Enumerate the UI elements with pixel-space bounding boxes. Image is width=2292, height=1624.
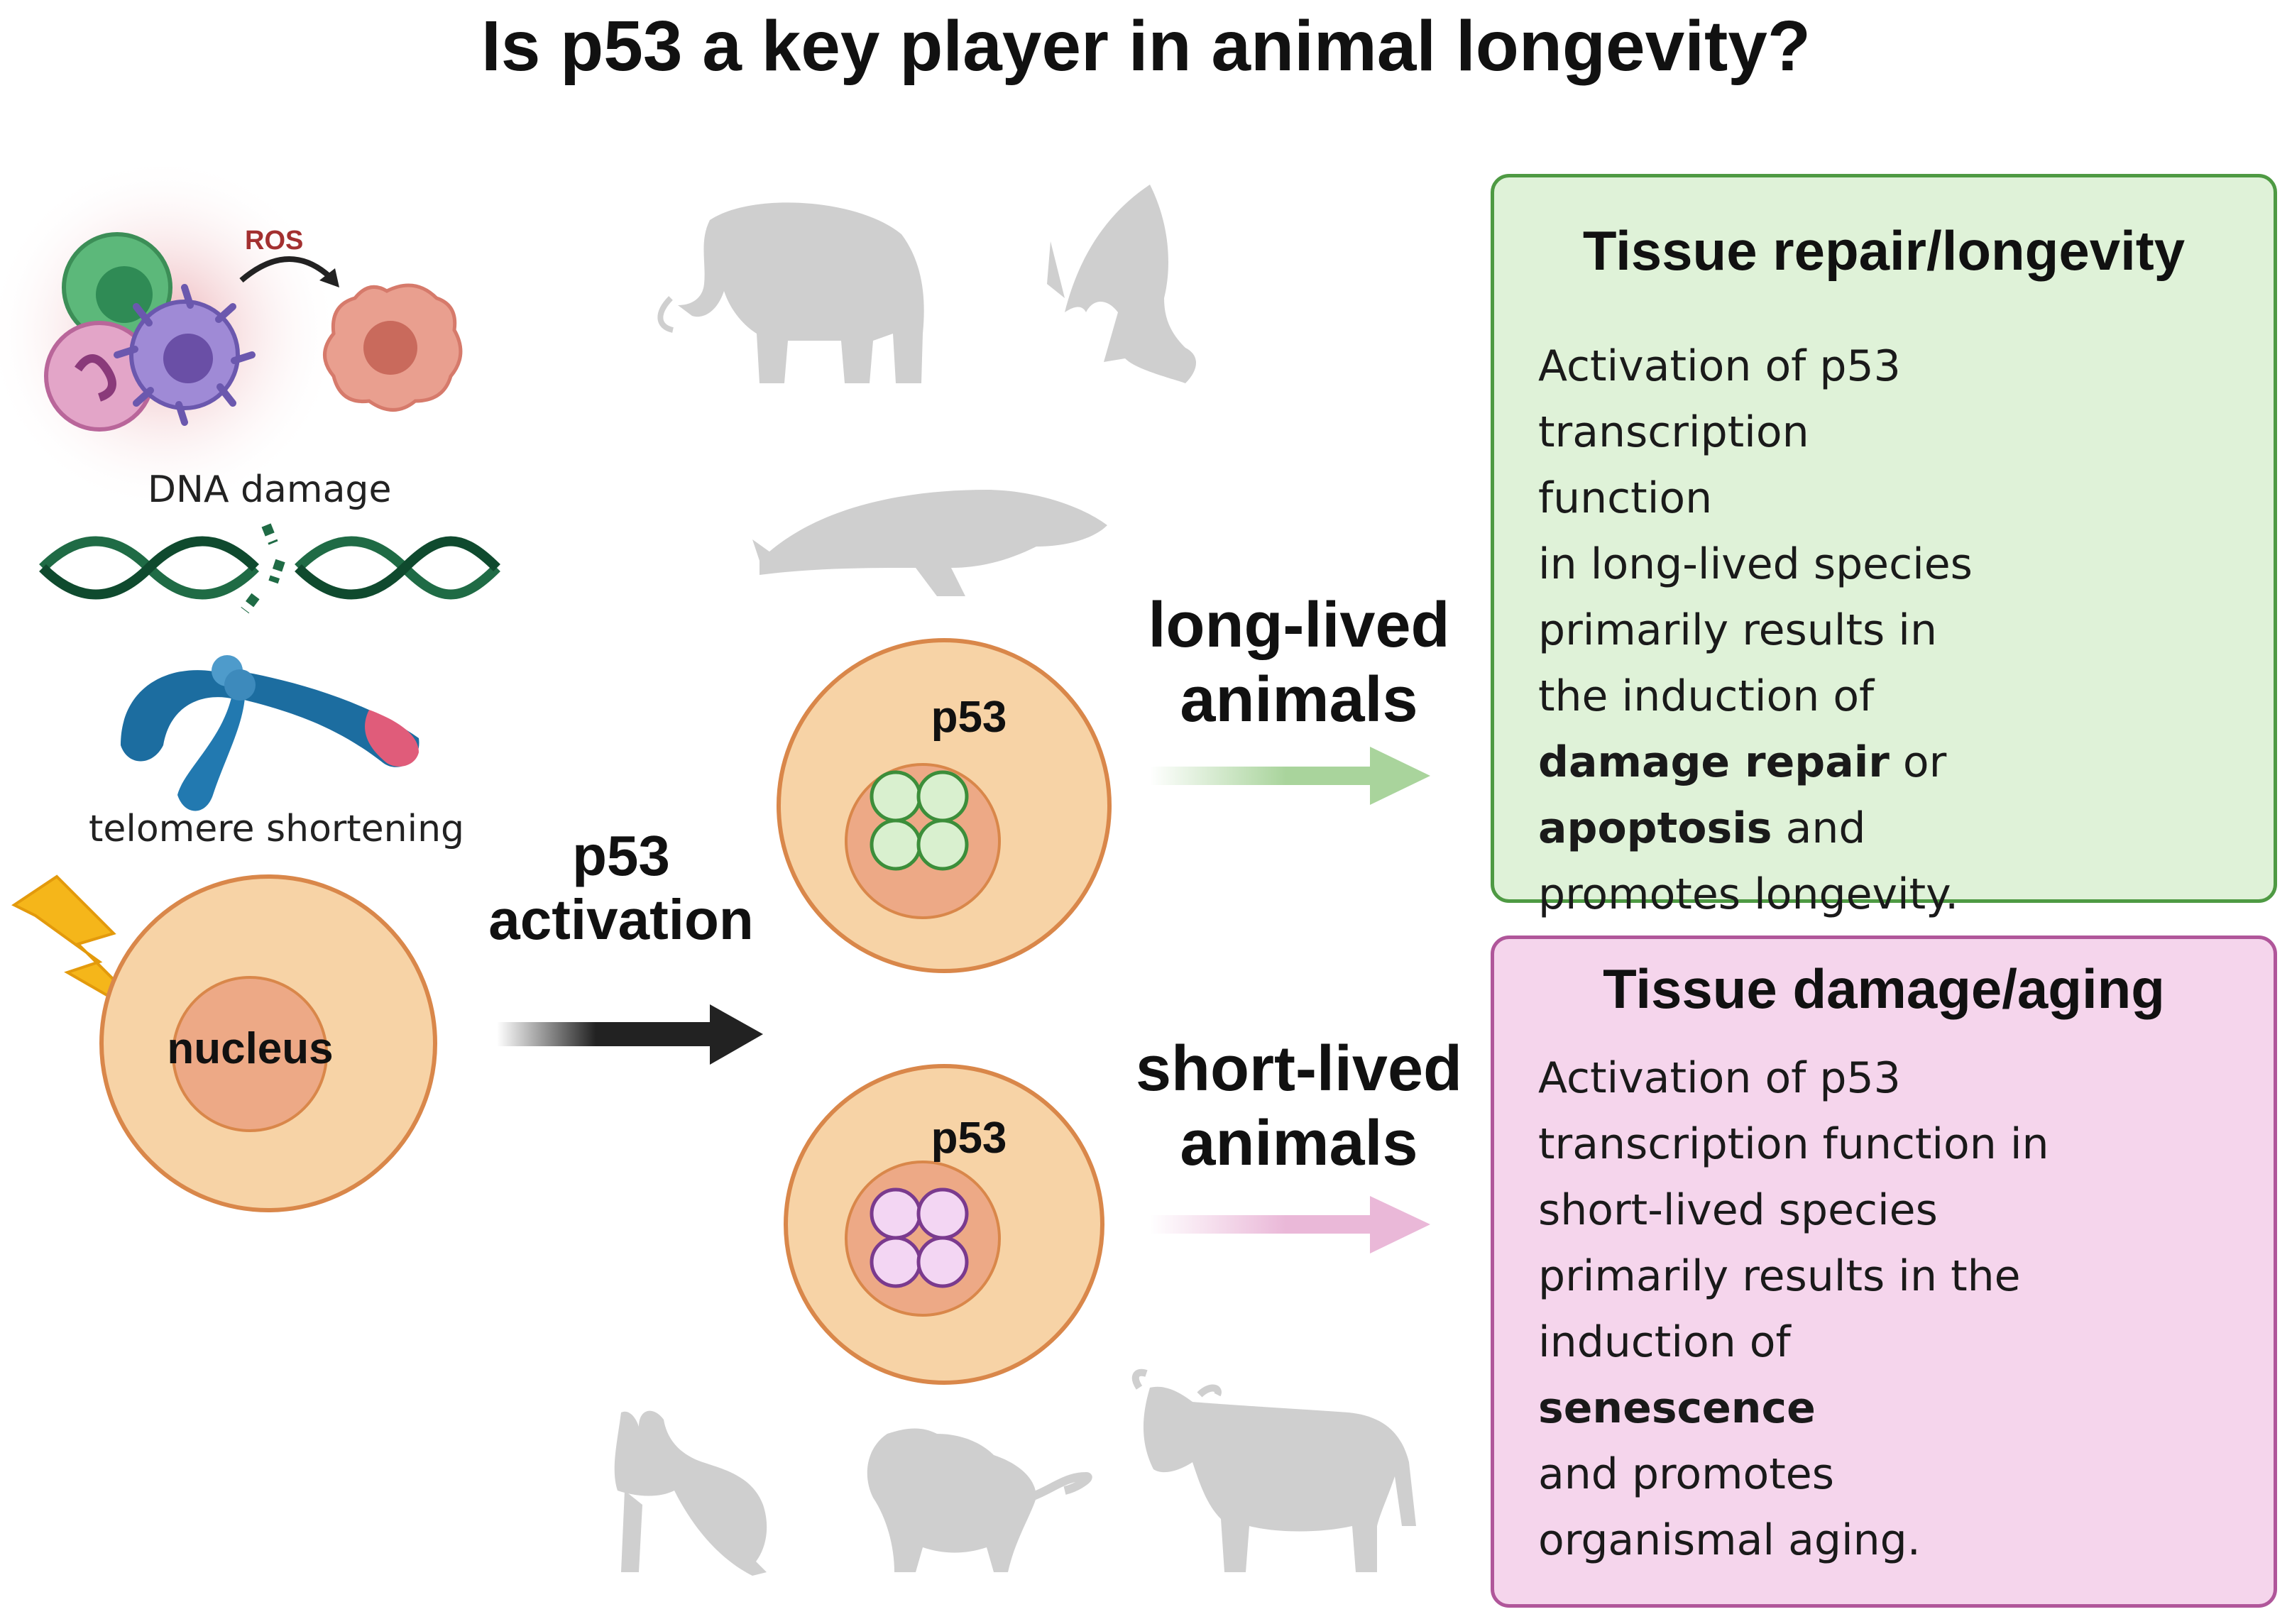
text-line: Activation of p53 xyxy=(1538,341,1901,391)
damage-repair-term: damage repair xyxy=(1538,737,1890,787)
p53-tetramer-green-icon xyxy=(870,770,969,871)
text-fragment: induction of xyxy=(1538,1317,1791,1367)
text-line: the induction of xyxy=(1538,671,1875,721)
text-line: in long-lived species xyxy=(1538,539,1973,589)
immune-cells-icon xyxy=(0,156,341,511)
page-title: Is p53 a key player in animal longevity? xyxy=(481,6,1811,86)
tissue-damage-text: Activation of p53 transcription function… xyxy=(1538,1046,2078,1574)
tissue-damage-title: Tissue damage/aging xyxy=(1603,958,2165,1020)
text-line: primarily results in xyxy=(1538,605,1938,655)
text-line: organismal aging. xyxy=(1538,1515,1921,1565)
aging-arrow xyxy=(1150,1196,1430,1253)
dna-damage-label: DNA damage xyxy=(148,468,392,511)
tissue-repair-box: Tissue repair/longevity Activation of p5… xyxy=(1491,174,2277,919)
mouse-icon xyxy=(867,1428,1092,1572)
long-lived-label-line2: animals xyxy=(1180,664,1418,735)
cow-icon xyxy=(1131,1368,1416,1572)
activation-label-line2: activation xyxy=(488,888,754,951)
text-line: transcription function xyxy=(1538,407,1809,523)
text-fragment: and xyxy=(1772,803,1866,853)
text-line: induction of senescence xyxy=(1538,1310,2078,1442)
stressed-cell xyxy=(99,874,437,1212)
apoptosis-term: apoptosis xyxy=(1538,803,1772,853)
elephant-icon xyxy=(657,202,924,383)
text-line: short-lived species xyxy=(1538,1185,1938,1235)
long-lived-label-line1: long-lived xyxy=(1148,590,1450,661)
tissue-repair-title: Tissue repair/longevity xyxy=(1582,219,2186,282)
nucleus-label: nucleus xyxy=(167,1024,334,1073)
short-lived-label-line2: animals xyxy=(1180,1108,1418,1179)
ros-arrow xyxy=(239,256,336,283)
tissue-repair-text: Activation of p53 transcription function… xyxy=(1538,334,1992,928)
senescence-term: senescence xyxy=(1538,1383,1816,1433)
p53-tetramer-pink-icon xyxy=(870,1187,969,1288)
text-line: damage repair or xyxy=(1538,730,1992,796)
rabbit-icon xyxy=(614,1410,767,1576)
bat-icon xyxy=(1047,185,1196,383)
telomere-label: telomere shortening xyxy=(89,808,465,850)
damaged-cell-icon xyxy=(323,283,463,412)
text-line: transcription function in xyxy=(1538,1119,2049,1169)
text-line: promotes longevity. xyxy=(1538,869,1959,919)
longevity-arrow xyxy=(1150,747,1430,805)
p53-label-short: p53 xyxy=(931,1114,1007,1163)
short-lived-cell xyxy=(784,1064,1104,1385)
whale-icon xyxy=(752,490,1107,596)
text-line: apoptosis and xyxy=(1538,796,1992,862)
text-line: Activation of p53 xyxy=(1538,1053,1901,1103)
text-line: and promotes xyxy=(1538,1449,1834,1499)
text-fragment: or xyxy=(1889,737,1947,787)
text-line: primarily results in the xyxy=(1538,1251,2021,1301)
dna-helix-icon xyxy=(39,523,500,614)
chromosome-icon xyxy=(121,655,420,811)
long-lived-cell xyxy=(777,638,1112,973)
activation-arrow xyxy=(497,1004,763,1065)
activation-label-line1: p53 xyxy=(572,824,670,887)
tissue-damage-box: Tissue damage/aging Activation of p53 tr… xyxy=(1491,936,2277,1608)
ros-label: ROS xyxy=(245,226,304,256)
short-lived-label-line1: short-lived xyxy=(1135,1033,1463,1104)
p53-label-long: p53 xyxy=(931,693,1007,742)
